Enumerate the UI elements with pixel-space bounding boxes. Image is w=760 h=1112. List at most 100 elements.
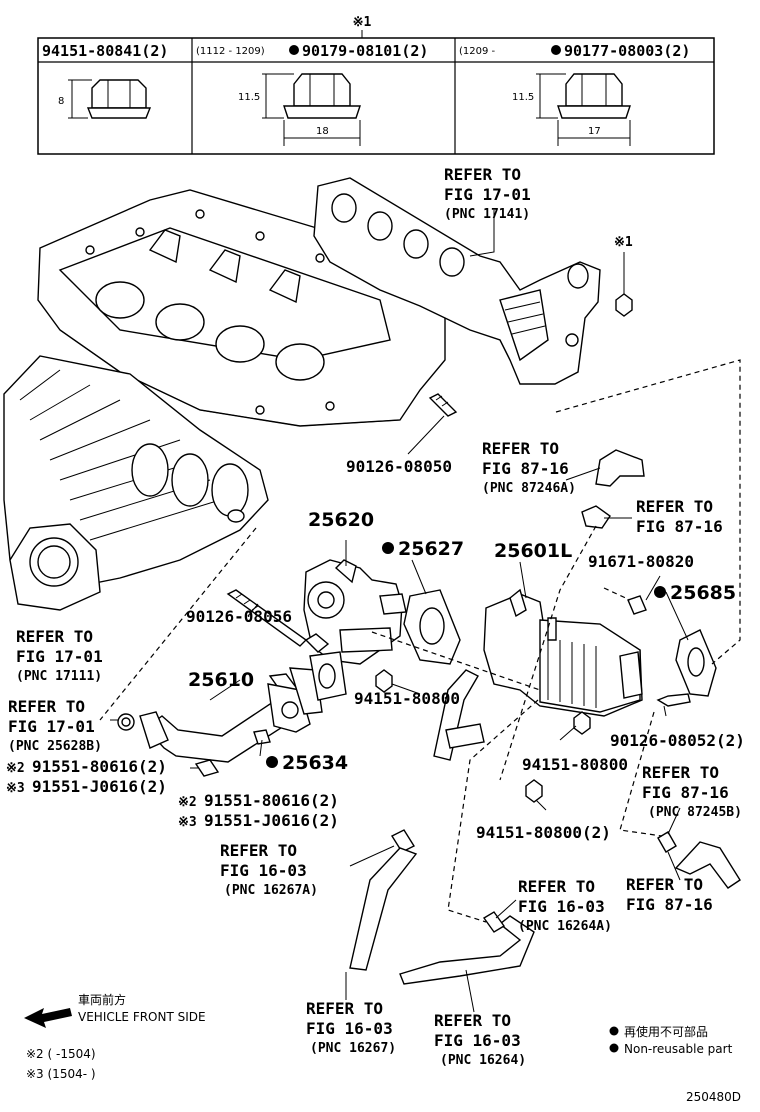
ref-17111-pnc: (PNC 17111) xyxy=(16,669,102,684)
header-table: ※1 94151-80841(2) (1112 - 1209) 90179-08… xyxy=(37,15,715,155)
hose xyxy=(349,847,418,971)
hose-clamp-icon xyxy=(657,831,677,853)
part-25634: 25634 xyxy=(282,752,348,774)
part-25620: 25620 xyxy=(308,509,374,531)
vehicle-front-legend: 車両前方 VEHICLE FRONT SIDE xyxy=(24,992,206,1028)
ref-16264a-pnc: (PNC 16264A) xyxy=(518,919,612,934)
nonreuse-dot-icon xyxy=(654,586,666,598)
hose xyxy=(399,915,535,985)
mark-star3-b: ※3 xyxy=(178,815,197,830)
bolt-icon xyxy=(194,759,220,777)
egr-cooler xyxy=(483,588,643,717)
header-part-0: 94151-80841(2) xyxy=(42,42,168,60)
nut-icon xyxy=(375,669,393,693)
hose xyxy=(674,841,741,889)
note-star2: ※2 ( -1504) xyxy=(26,1047,96,1061)
part-91551-j0616-a: 91551-J0616(2) xyxy=(32,777,167,796)
mark-star3-a: ※3 xyxy=(6,781,25,796)
nut-icon xyxy=(615,293,633,317)
hose-clamp-icon xyxy=(482,911,506,933)
flange-nut-icon: 11.5 18 xyxy=(238,73,361,146)
header-part-2: 90177-08003(2) xyxy=(564,42,690,60)
intake-manifold xyxy=(3,355,269,611)
ref-16267a-line1: REFER TO xyxy=(220,841,297,860)
ref-16267a-pnc: (PNC 16267A) xyxy=(224,883,318,898)
nonreuse-dot-icon xyxy=(609,1043,619,1053)
part-91671-80820: 91671-80820 xyxy=(588,552,694,571)
ref-87245b-line2: FIG 87-16 xyxy=(642,783,729,802)
ref-16267-line1: REFER TO xyxy=(306,999,383,1018)
part-25627: 25627 xyxy=(398,538,464,560)
ref-87245b-line1: REFER TO xyxy=(642,763,719,782)
front-jp: 車両前方 xyxy=(78,992,126,1007)
ref-87246a-line2: FIG 87-16 xyxy=(482,459,569,478)
nonreuse-dot-icon xyxy=(266,756,278,768)
ref-8716b-line2: FIG 87-16 xyxy=(626,895,713,914)
nonreuse-dot-icon xyxy=(551,45,561,55)
nonreuse-dot-icon xyxy=(609,1026,619,1036)
ref-8716a-line2: FIG 87-16 xyxy=(636,517,723,536)
ref-25628b-line1: REFER TO xyxy=(8,697,85,716)
header-range-1: (1112 - 1209) xyxy=(196,46,265,57)
ref-16264-line1: REFER TO xyxy=(434,1011,511,1030)
part-25685: 25685 xyxy=(670,582,736,604)
nonreuse-jp: 再使用不可部品 xyxy=(624,1024,708,1039)
part-91551-j0616-b: 91551-J0616(2) xyxy=(204,811,339,830)
stud-bolt xyxy=(656,693,691,707)
dim-height: 11.5 xyxy=(238,92,260,103)
part-25601l: 25601L xyxy=(494,540,572,562)
ref-17111-line1: REFER TO xyxy=(16,627,93,646)
header-range-2: (1209 - xyxy=(459,46,496,57)
arrow-left-icon xyxy=(24,1008,72,1028)
hose xyxy=(433,669,479,761)
dim-width: 18 xyxy=(316,126,329,137)
ref-25628b-pnc: (PNC 25628B) xyxy=(8,739,102,754)
ref-16264a-line1: REFER TO xyxy=(518,877,595,896)
part-94151-80800-b: 94151-80800 xyxy=(522,755,628,774)
mark-star2-a: ※2 xyxy=(6,761,25,776)
stud-bolt xyxy=(226,589,308,647)
ref-8716b-line1: REFER TO xyxy=(626,875,703,894)
part-91551-80616-a: 91551-80616(2) xyxy=(32,757,167,776)
gasket xyxy=(403,589,461,665)
ref-17141-line1: REFER TO xyxy=(444,165,521,184)
egr-pipe xyxy=(117,667,323,763)
header-star-note: ※1 xyxy=(353,15,372,30)
dim-height: 11.5 xyxy=(512,92,534,103)
part-94151-80800-2: 94151-80800(2) xyxy=(476,823,611,842)
part-90126-08052: 90126-08052(2) xyxy=(610,731,745,750)
stud-bolt xyxy=(428,393,458,417)
header-part-1: 90179-08101(2) xyxy=(302,42,428,60)
ref-17141-line2: FIG 17-01 xyxy=(444,185,531,204)
nut-icon xyxy=(573,711,591,735)
ref-25628b-line2: FIG 17-01 xyxy=(8,717,95,736)
exhaust-manifold xyxy=(313,177,601,385)
ref-16267-line2: FIG 16-03 xyxy=(306,1019,393,1038)
flange-nut-icon: 8 xyxy=(58,79,152,119)
ref-16267-pnc: (PNC 16267) xyxy=(310,1041,396,1056)
part-94151-80800-a: 94151-80800 xyxy=(354,689,460,708)
front-en: VEHICLE FRONT SIDE xyxy=(78,1010,206,1024)
dim-height: 8 xyxy=(58,96,64,107)
part-90126-08056: 90126-08056 xyxy=(186,607,292,626)
hose-clamp-icon xyxy=(390,829,416,853)
bolt-icon xyxy=(253,729,271,745)
nonreuse-dot-icon xyxy=(382,542,394,554)
ref-87246a-line1: REFER TO xyxy=(482,439,559,458)
part-91551-80616-b: 91551-80616(2) xyxy=(204,791,339,810)
ref-16264a-line2: FIG 16-03 xyxy=(518,897,605,916)
water-pipe xyxy=(445,723,485,749)
dim-width: 17 xyxy=(588,126,601,137)
ref-16264-pnc: (PNC 16264) xyxy=(440,1053,526,1068)
egr-valve xyxy=(303,559,407,665)
ref-17141-pnc: (PNC 17141) xyxy=(444,207,530,222)
ref-16267a-line2: FIG 16-03 xyxy=(220,861,307,880)
note-star3: ※3 (1504- ) xyxy=(26,1067,96,1081)
mark-star1: ※1 xyxy=(614,235,633,250)
ref-8716a-line1: REFER TO xyxy=(636,497,713,516)
nonreuse-dot-icon xyxy=(289,45,299,55)
nonreuse-en: Non-reusable part xyxy=(624,1042,733,1056)
part-90126-08050: 90126-08050 xyxy=(346,457,452,476)
flange-nut-icon: 11.5 17 xyxy=(512,73,631,146)
